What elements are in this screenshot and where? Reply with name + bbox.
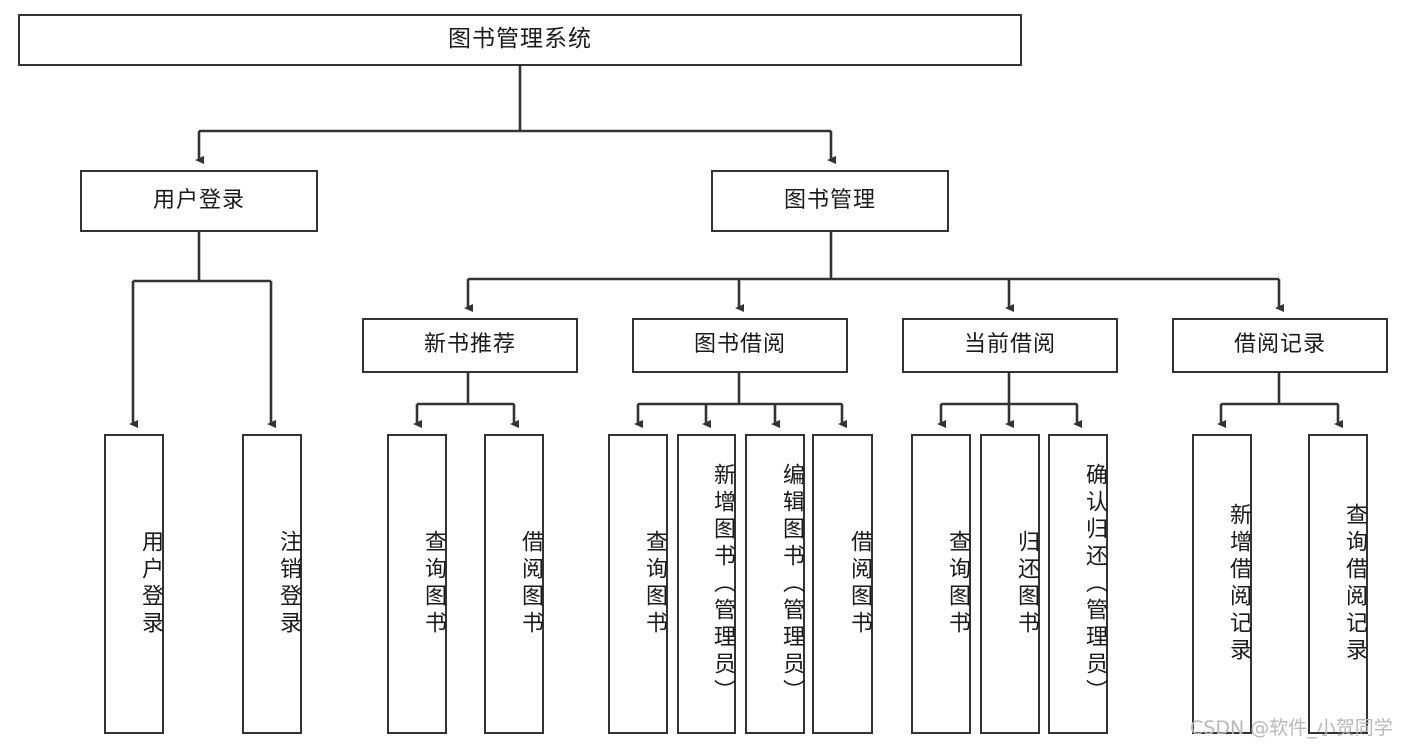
leaf-borrow-edit-book-label: 编辑图书（管理员） xyxy=(779,462,804,706)
node-current-borrow-label: 当前借阅 xyxy=(963,332,1056,358)
node-book-borrow-label: 图书借阅 xyxy=(693,332,786,358)
leaf-borrow-query-book-label: 查询图书 xyxy=(642,530,667,638)
leaf-borrow-add-book[interactable]: 新增图书（管理员） xyxy=(677,434,736,734)
leaf-current-return-book[interactable]: 归还图书 xyxy=(980,434,1040,734)
node-new-book-recommend[interactable]: 新书推荐 xyxy=(362,318,578,373)
node-user-login-label: 用户登录 xyxy=(152,187,245,213)
leaf-new-book-borrow-label: 借阅图书 xyxy=(518,530,543,638)
leaf-current-query-book[interactable]: 查询图书 xyxy=(911,434,971,734)
node-book-management-label: 图书管理 xyxy=(783,187,876,213)
leaf-new-book-borrow[interactable]: 借阅图书 xyxy=(484,434,544,734)
leaf-user-login-login[interactable]: 用户登录 xyxy=(104,434,164,734)
leaf-borrow-borrow-book[interactable]: 借阅图书 xyxy=(812,434,873,734)
node-borrow-records-label: 借阅记录 xyxy=(1233,332,1326,358)
leaf-records-add-record-label: 新增借阅记录 xyxy=(1226,503,1251,665)
node-current-borrow[interactable]: 当前借阅 xyxy=(902,318,1118,373)
leaf-new-book-query-label: 查询图书 xyxy=(421,530,446,638)
leaf-user-login-login-label: 用户登录 xyxy=(138,530,163,638)
leaf-user-login-logout-label: 注销登录 xyxy=(276,530,301,638)
leaf-borrow-borrow-book-label: 借阅图书 xyxy=(847,530,872,638)
node-borrow-records[interactable]: 借阅记录 xyxy=(1172,318,1388,373)
node-new-book-recommend-label: 新书推荐 xyxy=(423,332,516,358)
leaf-records-add-record[interactable]: 新增借阅记录 xyxy=(1192,434,1252,734)
node-root-label: 图书管理系统 xyxy=(448,26,592,53)
leaf-borrow-add-book-label: 新增图书（管理员） xyxy=(710,462,735,706)
leaf-borrow-edit-book[interactable]: 编辑图书（管理员） xyxy=(745,434,805,734)
watermark: CSDN @软件_小贺同学 xyxy=(1190,717,1393,739)
leaf-current-return-book-label: 归还图书 xyxy=(1014,530,1039,638)
leaf-current-confirm-return-label: 确认归还（管理员） xyxy=(1082,462,1107,706)
leaf-user-login-logout[interactable]: 注销登录 xyxy=(242,434,302,734)
leaf-borrow-query-book[interactable]: 查询图书 xyxy=(608,434,668,734)
node-book-management[interactable]: 图书管理 xyxy=(711,170,949,232)
node-book-borrow[interactable]: 图书借阅 xyxy=(632,318,848,373)
leaf-current-query-book-label: 查询图书 xyxy=(945,530,970,638)
leaf-records-query-record[interactable]: 查询借阅记录 xyxy=(1308,434,1368,734)
leaf-current-confirm-return[interactable]: 确认归还（管理员） xyxy=(1048,434,1108,734)
leaf-new-book-query[interactable]: 查询图书 xyxy=(387,434,447,734)
leaf-records-query-record-label: 查询借阅记录 xyxy=(1342,503,1367,665)
node-user-login[interactable]: 用户登录 xyxy=(80,170,318,232)
node-root[interactable]: 图书管理系统 xyxy=(18,14,1022,66)
